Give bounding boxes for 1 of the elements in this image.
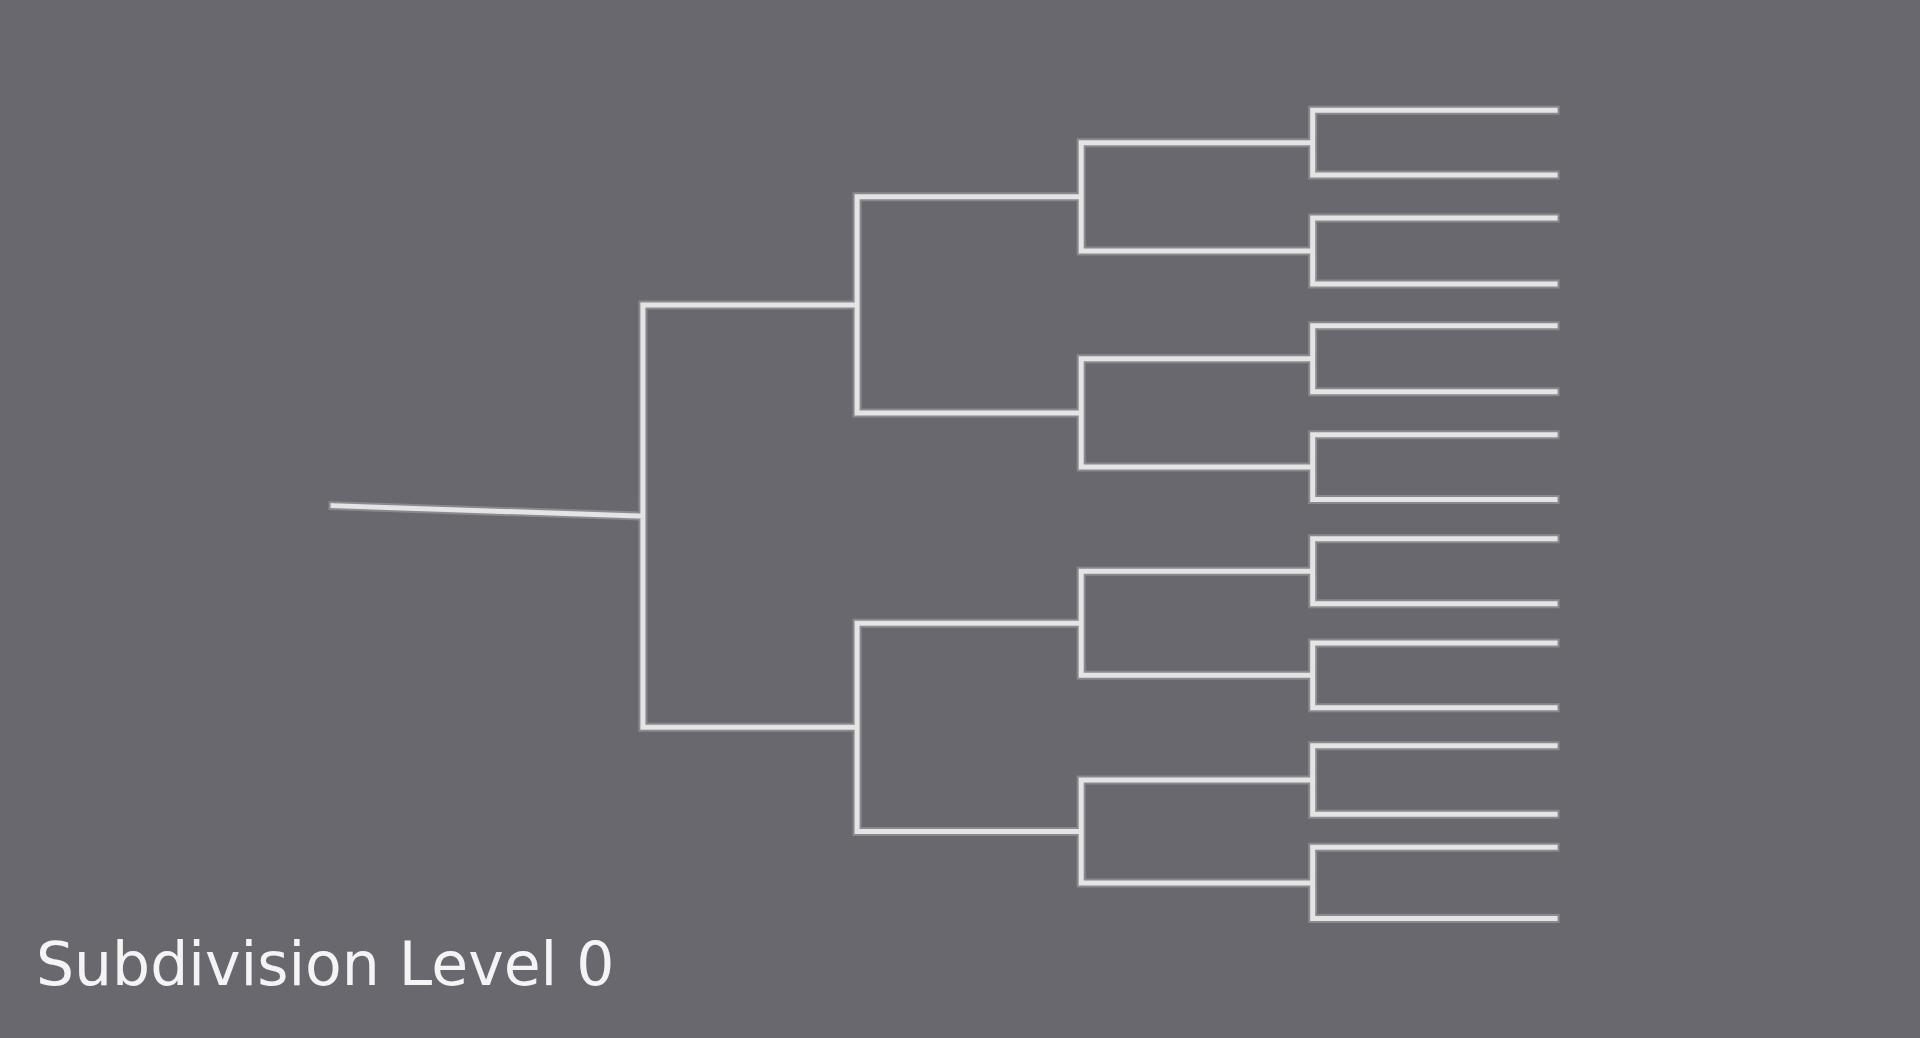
caption-text: Subdivision Level 0 <box>36 928 615 1000</box>
